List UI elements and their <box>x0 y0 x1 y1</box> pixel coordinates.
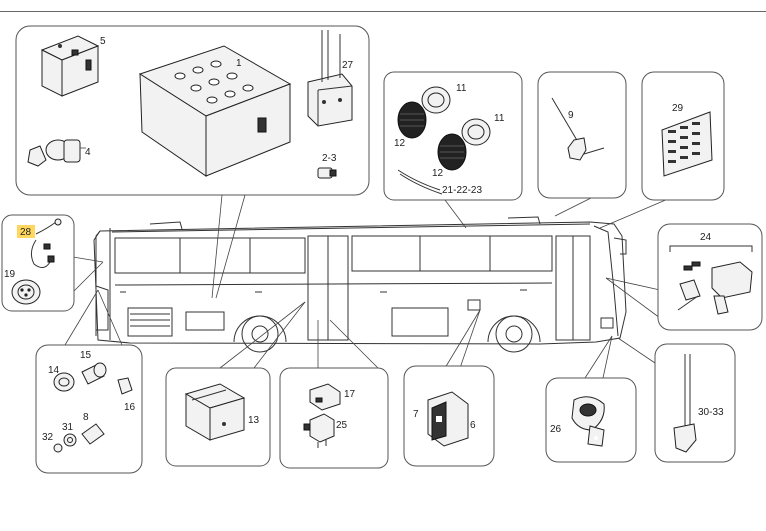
callout-speaker-b: 11 <box>494 113 505 124</box>
callout-grille-panel: 29 <box>672 103 684 114</box>
callout-grille-a: 12 <box>394 138 406 149</box>
relay-25-icon <box>303 413 335 448</box>
terminal-block-icon <box>307 30 353 127</box>
callout-terminal-block: 27 <box>342 60 354 71</box>
rod-icon <box>673 354 697 453</box>
micro-switch-icon <box>317 167 337 179</box>
callout-connector-8: 8 <box>83 412 89 423</box>
callout-switch: 2-3 <box>322 153 337 164</box>
callout-sockets-kit: 24 <box>700 232 712 243</box>
control-unit-icon <box>184 383 246 441</box>
speaker-icon <box>421 86 491 146</box>
bus-illustration <box>93 216 627 353</box>
relays-box <box>279 367 389 469</box>
callout-grille-b: 12 <box>432 168 444 179</box>
callout-plug-15: 15 <box>80 350 92 361</box>
callout-relay: 5 <box>100 36 106 47</box>
relay-17-icon <box>309 383 341 411</box>
highlight-marker <box>17 225 35 238</box>
callout-control-unit: 13 <box>248 415 260 426</box>
leader-lines <box>64 194 676 379</box>
callout-socket: 19 <box>4 269 16 280</box>
plug-icon <box>53 362 133 445</box>
callout-speaker-a: 11 <box>456 83 467 94</box>
nut-icon <box>53 433 77 453</box>
callout-nut-31: 31 <box>62 422 74 433</box>
callout-plug-16: 16 <box>124 402 136 413</box>
callout-horn: 26 <box>550 424 562 435</box>
callout-relay-25: 25 <box>336 420 348 431</box>
battery-icon <box>138 45 292 177</box>
connector-kit-icon <box>677 261 753 315</box>
callout-switch-6: 6 <box>470 420 476 431</box>
rocker-switch-icon <box>427 391 469 447</box>
callout-speaker-cable: 21-22-23 <box>442 185 482 196</box>
rod-box <box>654 343 736 463</box>
antenna-box <box>537 71 627 199</box>
relay-icon <box>40 35 100 97</box>
wiring-harness-icon <box>30 218 62 268</box>
sockets-kit-box <box>657 223 763 331</box>
callout-relay-17: 17 <box>344 389 356 400</box>
callout-plug-14: 14 <box>48 365 60 376</box>
grille-panel-icon <box>661 111 713 177</box>
key-switch-icon <box>27 139 86 167</box>
speaker-cable-icon <box>397 169 443 195</box>
round-socket-icon <box>11 279 41 305</box>
callout-switch-7: 7 <box>413 409 419 420</box>
sockets-kit-bracket <box>669 245 753 252</box>
callout-nut-32: 32 <box>42 432 54 443</box>
callout-antenna: 9 <box>568 110 574 121</box>
antenna-icon <box>551 97 605 161</box>
callout-wiring: 28 <box>20 227 32 238</box>
horn-icon <box>571 396 605 447</box>
callout-rod: 30-33 <box>698 407 724 418</box>
callout-battery: 1 <box>236 58 242 69</box>
speaker-grille-icon <box>397 101 467 171</box>
callout-key-switch: 4 <box>85 147 91 158</box>
